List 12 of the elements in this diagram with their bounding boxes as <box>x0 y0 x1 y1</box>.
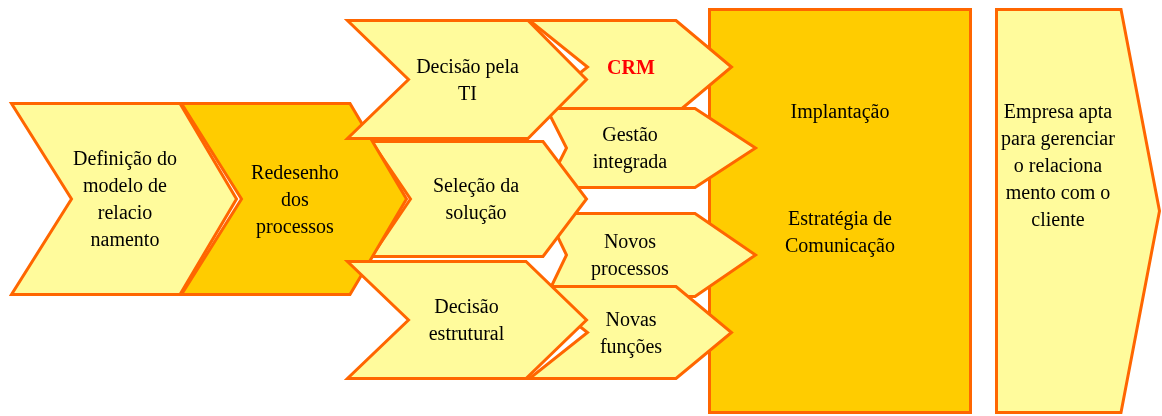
step-label: Redesenho dos processos <box>250 159 340 240</box>
step-label: Estratégia de Comunicação <box>784 206 896 259</box>
step-label: Novos processos <box>590 229 670 282</box>
step-label: Decisão pela TI <box>415 53 520 106</box>
step-label: CRM <box>607 54 655 80</box>
step-label: Implantação <box>790 99 890 125</box>
step-label: Decisão estrutural <box>427 294 506 346</box>
step-label: Empresa apta para gerenciar o relaciona mento com o cliente <box>1000 99 1116 232</box>
step-label: Novas funções <box>598 306 664 360</box>
step-label: Definição do modelo de relacio namento <box>72 146 178 252</box>
step-label: Gestão integrada <box>591 122 669 175</box>
step-label: Seleção da solução <box>431 173 521 226</box>
